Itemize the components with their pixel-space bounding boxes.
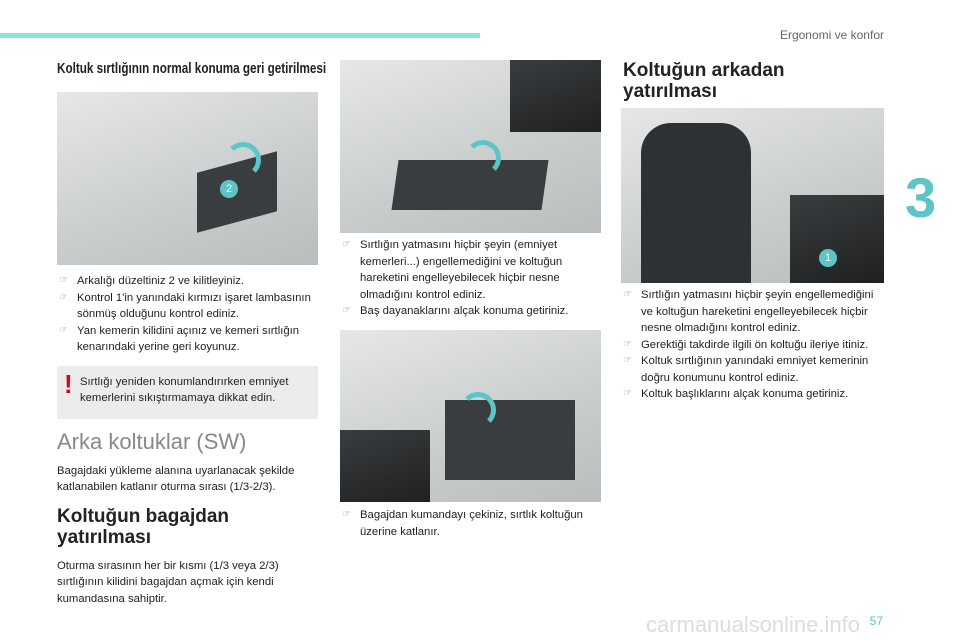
- heading-rear-seats-sw: Arka koltuklar (SW): [57, 428, 247, 454]
- sw-description: Bagajdaki yükleme alanına uyarlanacak şe…: [57, 464, 295, 494]
- rear-seat-illustration: 1: [621, 108, 884, 283]
- list-item: Yan kemerin kilidini açınız ve kemeri sı…: [57, 323, 322, 356]
- lever-inset: [790, 195, 884, 283]
- left-text-column: Arkalığı düzeltiniz 2 ve kilitleyiniz. K…: [57, 273, 322, 607]
- warning-box: ! Sırtlığı yeniden konumlandırırken emni…: [57, 365, 318, 419]
- rotate-arrow-icon: [225, 142, 261, 178]
- rotate-arrow-icon: [460, 392, 496, 428]
- trunk-lever-illustration: [340, 330, 601, 502]
- page-number: 57: [869, 614, 883, 628]
- list-item: Koltuk sırtlığının yanındaki emniyet kem…: [621, 353, 886, 386]
- list-item: Baş dayanaklarını alçak konuma getiriniz…: [340, 303, 605, 320]
- list-item: Koltuk başlıklarını alçak konuma getirin…: [621, 386, 886, 403]
- trunk-fold-illustration: [340, 60, 601, 233]
- trunk-description: Oturma sırasının her bir kısmı (1/3 veya…: [57, 559, 279, 605]
- watermark: carmanualsonline.info: [645, 612, 860, 637]
- warning-text: Sırtlığı yeniden konumlandırırken emniye…: [80, 375, 289, 405]
- heading-backrest-restore: Koltuk sırtlığının normal konuma geri ge…: [57, 60, 327, 77]
- list-item: Kontrol 1'in yanındaki kırmızı işaret la…: [57, 290, 322, 323]
- middle-instructions-top: Sırtlığın yatmasını hiçbir şeyin (emniye…: [340, 237, 605, 320]
- section-title: Ergonomi ve konfor: [779, 28, 884, 42]
- chapter-number: 3: [905, 166, 937, 229]
- right-instructions: Sırtlığın yatmasını hiçbir şeyin engelle…: [621, 287, 886, 403]
- list-item: Arkalığı düzeltiniz 2 ve kilitleyiniz.: [57, 273, 322, 290]
- list-item: Gerektiği takdirde ilgili ön koltuğu ile…: [621, 337, 886, 354]
- rotate-arrow-icon: [465, 140, 501, 176]
- list-item: Bagajdan kumandayı çekiniz, sırtlık kolt…: [340, 507, 605, 540]
- left-instructions: Arkalığı düzeltiniz 2 ve kilitleyiniz. K…: [57, 273, 322, 356]
- list-item: Sırtlığın yatmasını hiçbir şeyin engelle…: [621, 287, 886, 337]
- callout-2: 2: [220, 180, 238, 198]
- lever-inset: [510, 60, 601, 132]
- middle-instructions-bottom: Bagajdan kumandayı çekiniz, sırtlık kolt…: [340, 507, 605, 540]
- warning-icon: !: [64, 368, 73, 399]
- callout-1: 1: [819, 249, 837, 267]
- list-item: Sırtlığın yatmasını hiçbir şeyin (emniye…: [340, 237, 605, 303]
- lever-inset: [340, 430, 430, 502]
- header-accent-bar: [0, 33, 480, 38]
- heading-fold-from-trunk: Koltuğun bagajdan yatırılması: [57, 505, 230, 548]
- seat-illustration: 2: [57, 92, 318, 265]
- heading-fold-from-rear: Koltuğun arkadan yatırılması: [623, 60, 785, 102]
